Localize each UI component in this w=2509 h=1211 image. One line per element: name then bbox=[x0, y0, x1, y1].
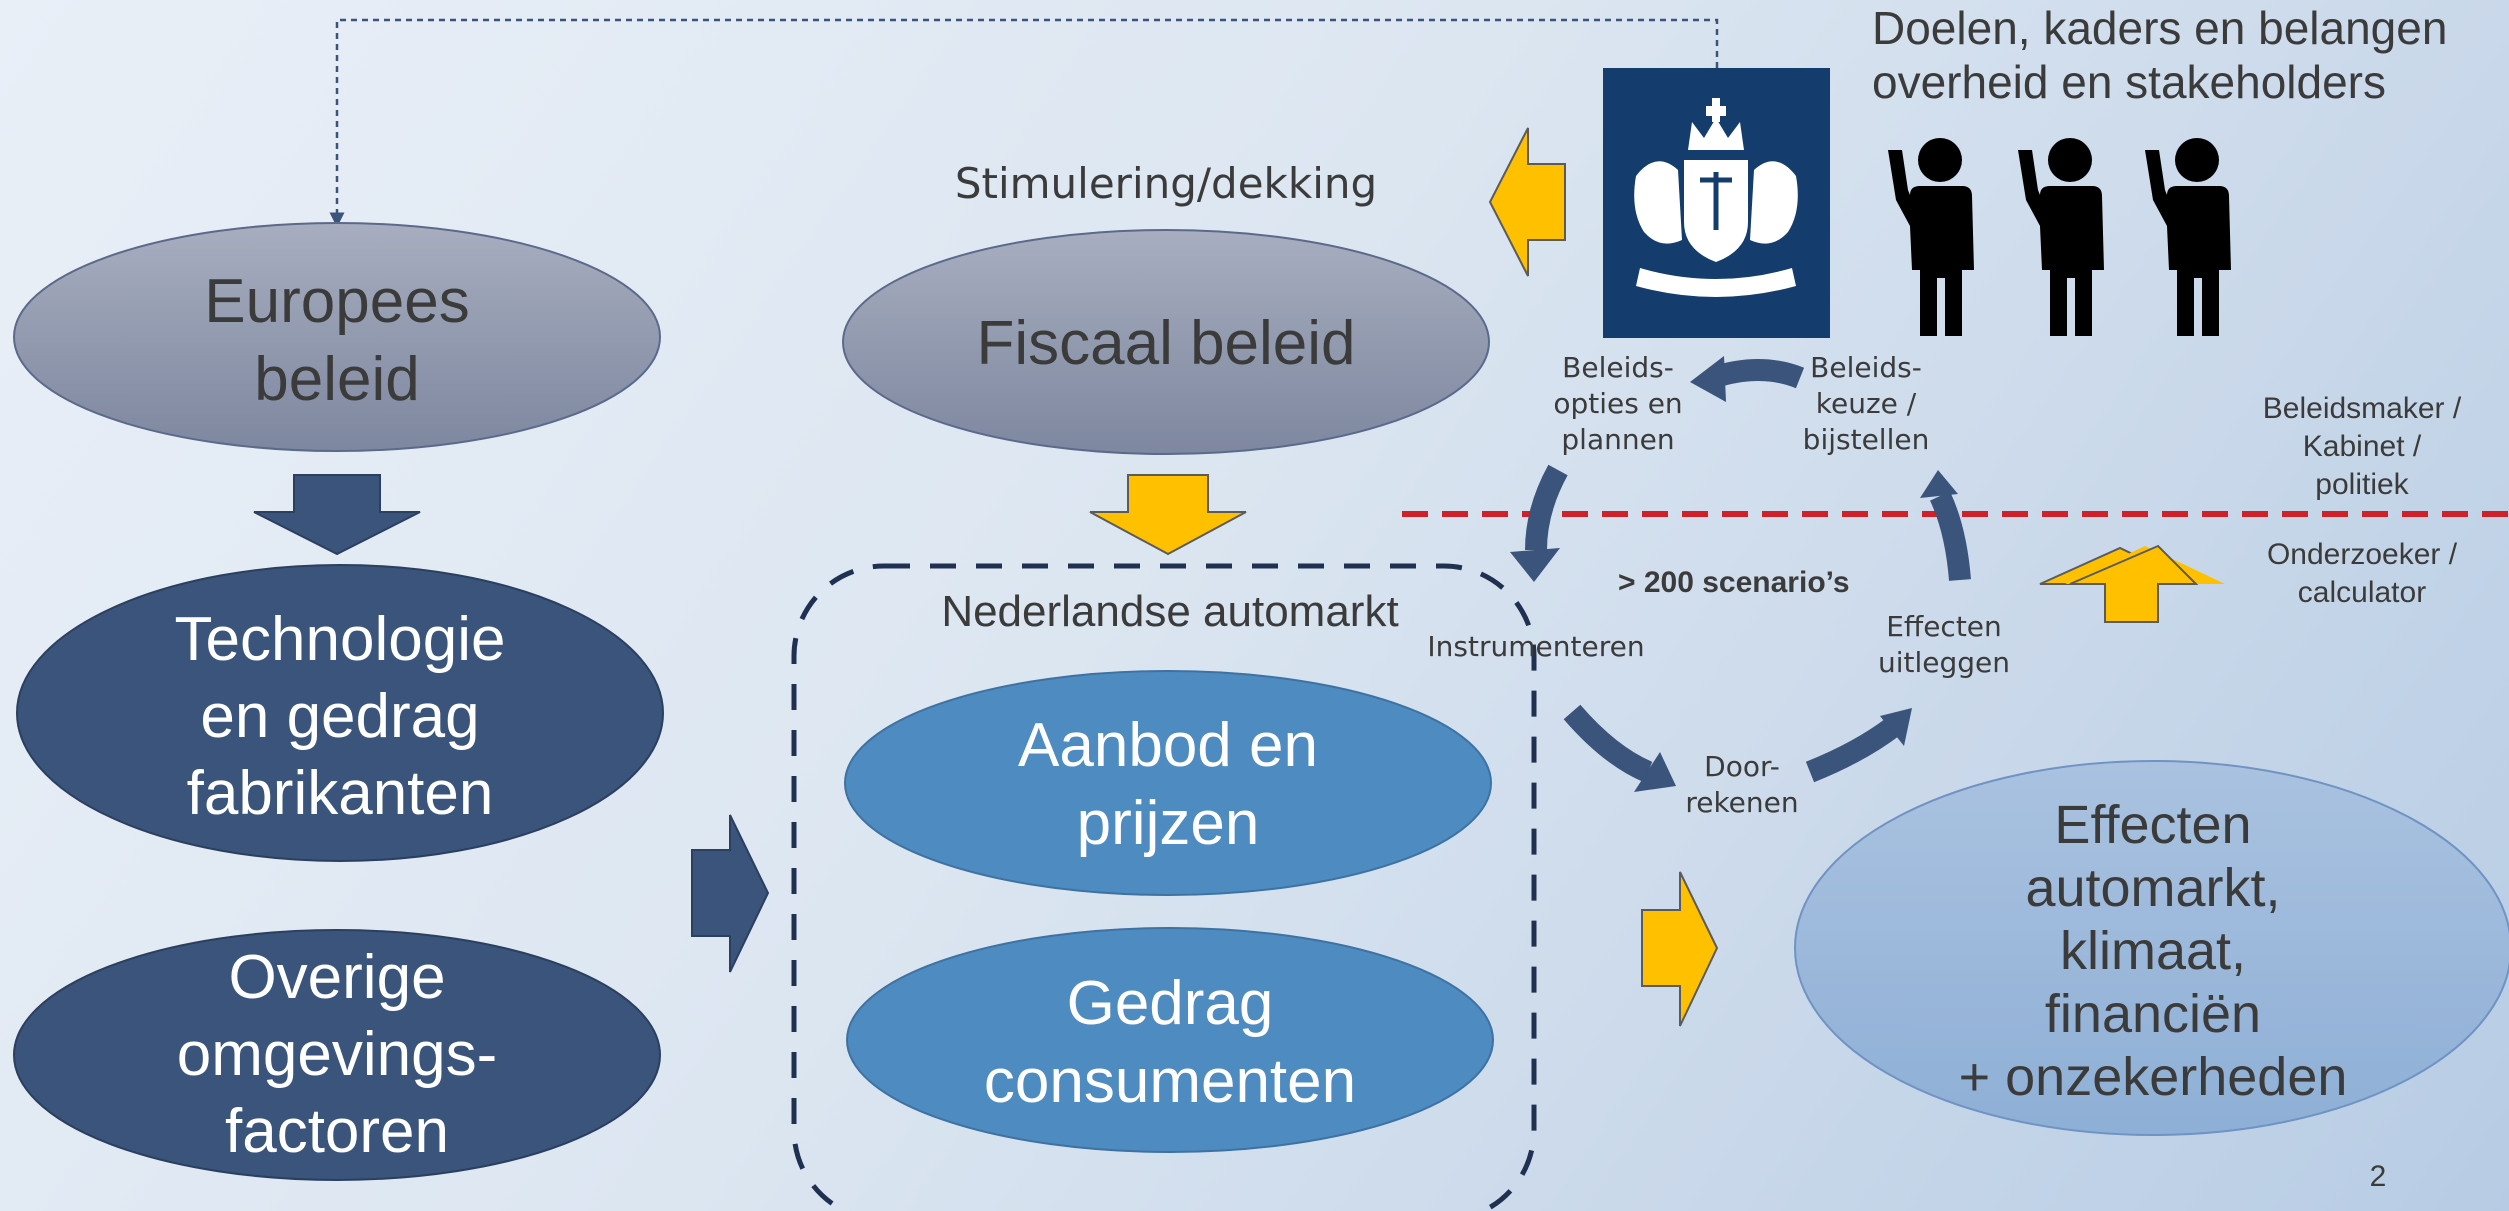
yellow-down-arrow bbox=[1089, 474, 1247, 556]
cycle-arrow-opties-down bbox=[1510, 464, 1568, 582]
yellow-up-arrow-shaft bbox=[2069, 544, 2199, 623]
opties-line-3: plannen bbox=[1561, 423, 1674, 456]
effecten-line-4: financiën bbox=[2045, 984, 2261, 1044]
europees-line-1: Europees bbox=[204, 267, 469, 336]
fiscaal-label: Fiscaal beleid bbox=[976, 309, 1355, 378]
dotted-connector bbox=[329, 18, 1719, 228]
title-line-2: overheid en stakeholders bbox=[1872, 56, 2386, 108]
market-box bbox=[791, 563, 1537, 1211]
effecten-line-5: + onzekerheden bbox=[1959, 1047, 2348, 1107]
stakeholder-icon bbox=[2018, 138, 2104, 336]
instrumenteren-label: Instrumenteren bbox=[1427, 630, 1644, 663]
cycle-arrow-doorrekenen-to-effecten bbox=[1805, 708, 1912, 783]
opties-line-1: Beleids- bbox=[1562, 351, 1674, 384]
yellow-left-arrow bbox=[1488, 127, 1566, 277]
scenarios-label: > 200 scenario’s bbox=[1618, 566, 1850, 599]
rijkswapen-logo bbox=[1603, 68, 1830, 338]
yellow-right-arrow bbox=[1641, 871, 1719, 1027]
keuze-line-1: Beleids- bbox=[1810, 351, 1922, 384]
technologie-line-1: Technologie bbox=[175, 605, 506, 674]
fiscaal-beleid-ellipse: Fiscaal beleid bbox=[842, 229, 1490, 455]
title-line-1: Doelen, kaders en belangen bbox=[1872, 2, 2447, 54]
aanbod-line-1: Aanbod en bbox=[1018, 711, 1318, 780]
technologie-line-2: en gedrag bbox=[200, 682, 479, 751]
gedrag-line-1: Gedrag bbox=[1067, 969, 1274, 1038]
beleidsmaker-line-1: Beleidsmaker / bbox=[2263, 392, 2462, 425]
gedrag-line-2: consumenten bbox=[984, 1047, 1356, 1116]
beleidsmaker-line-2: Kabinet / bbox=[2303, 430, 2422, 463]
doorrekenen-line-1: Door- bbox=[1704, 750, 1780, 783]
overige-line-1: Overige bbox=[228, 943, 445, 1012]
opties-line-2: opties en bbox=[1553, 387, 1682, 420]
cycle-arrow-instrumenteren-to-doorrekenen bbox=[1563, 704, 1676, 792]
page-number: 2 bbox=[2370, 1160, 2387, 1193]
aanbod-ellipse: Aanbod en prijzen bbox=[844, 670, 1492, 896]
effecten-line-2: automarkt, bbox=[2025, 858, 2280, 918]
stakeholder-icon bbox=[1888, 138, 1974, 336]
effecten-uitleggen-line-1: Effecten bbox=[1886, 610, 2002, 643]
gedrag-ellipse: Gedrag consumenten bbox=[846, 927, 1494, 1153]
effecten-line-1: Effecten bbox=[2054, 795, 2251, 855]
effecten-uitleggen-line-2: uitleggen bbox=[1878, 646, 2010, 679]
aanbod-line-2: prijzen bbox=[1077, 789, 1260, 858]
beleidsmaker-line-3: politiek bbox=[2315, 468, 2409, 501]
navy-right-arrow bbox=[691, 814, 770, 973]
cycle-arrow-effecten-to-keuze bbox=[1920, 470, 1971, 581]
keuze-line-2: keuze / bbox=[1816, 387, 1917, 420]
navy-down-arrow bbox=[253, 474, 421, 556]
doorrekenen-line-2: rekenen bbox=[1685, 786, 1798, 819]
technologie-ellipse: Technologie en gedrag fabrikanten bbox=[16, 564, 664, 862]
overige-ellipse: Overige omgevings- factoren bbox=[13, 929, 661, 1181]
stimulering-label: Stimulering/dekking bbox=[955, 159, 1377, 208]
europees-line-2: beleid bbox=[254, 345, 419, 414]
effecten-ellipse: Effecten automarkt, klimaat, financiën +… bbox=[1794, 760, 2509, 1136]
overige-line-2: omgevings- bbox=[177, 1020, 497, 1089]
effecten-line-3: klimaat, bbox=[2060, 921, 2246, 981]
onderzoeker-line-1: Onderzoeker / bbox=[2267, 538, 2458, 571]
onderzoeker-line-2: calculator bbox=[2298, 576, 2426, 609]
stakeholder-icon bbox=[2145, 138, 2231, 336]
overige-line-3: factoren bbox=[225, 1097, 449, 1166]
keuze-line-3: bijstellen bbox=[1803, 423, 1930, 456]
cycle-arrow-keuze-to-opties bbox=[1690, 356, 1805, 402]
europees-beleid-ellipse: Europees beleid bbox=[13, 222, 661, 452]
market-box-label: Nederlandse automarkt bbox=[941, 587, 1398, 636]
technologie-line-3: fabrikanten bbox=[187, 759, 494, 828]
